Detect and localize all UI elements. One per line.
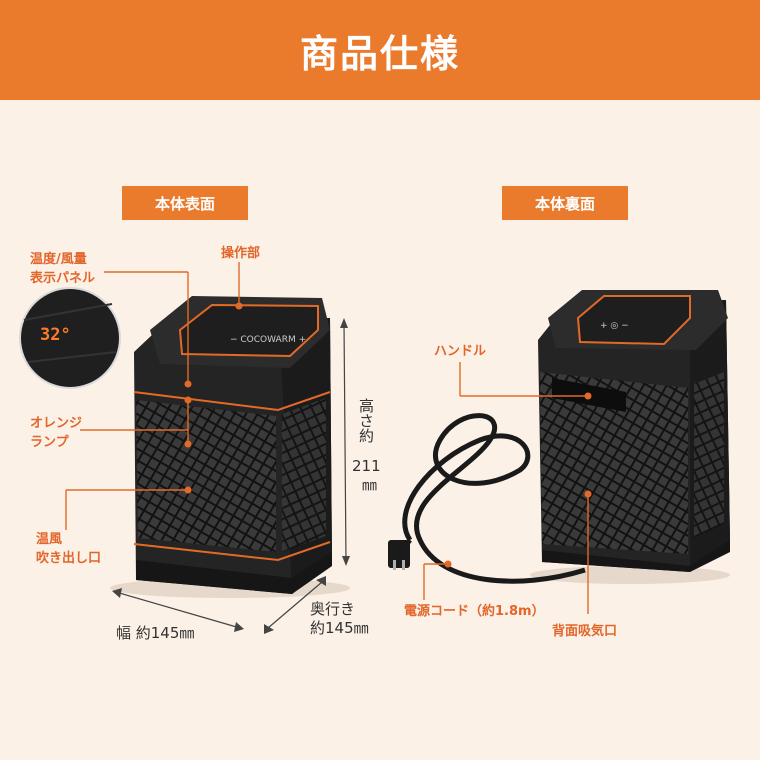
height-label: 高さ約 [357,398,375,443]
depth-line1: 奥行き [310,600,356,618]
leader-lines [65,262,592,614]
label-display-panel-line1: 温度/風量 [30,252,87,267]
label-controls: 操作部 [221,246,261,261]
label-warm-air-outlet-line2: 吹き出し口 [36,551,102,566]
svg-text:+ ◎ −: + ◎ − [600,321,629,331]
svg-text:− COCOWARM +: − COCOWARM + [230,335,306,345]
back-view-tag: 本体裏面 [502,186,628,220]
label-orange-lamp-line2: ランプ [30,435,69,450]
page-title: 商品仕様 [299,31,460,76]
depth-dimension: 奥行き 約145㎜ [310,600,369,638]
power-cord [388,413,586,584]
label-rear-intake: 背面吸気口 [552,624,618,639]
label-warm-air-outlet-line1: 温風 [36,532,63,547]
label-power-cord: 電源コード（約1.8m） [404,604,545,619]
depth-line2: 約145㎜ [310,619,369,637]
front-view-tag: 本体表面 [122,186,248,220]
label-warm-air-outlet: 温風 吹き出し口 [36,530,101,568]
dimension-lines [112,318,350,634]
display-readout: 32° [40,325,71,345]
label-display-panel: 温度/風量 表示パネル [30,250,95,288]
height-dimension: 高さ約 [356,398,375,443]
display-inset [19,287,121,389]
back-heater: + ◎ − [530,290,730,584]
width-dimension: 幅 約145㎜ [116,624,195,642]
height-unit: ㎜ [362,476,378,494]
label-display-panel-line2: 表示パネル [30,271,96,286]
label-orange-lamp-line1: オレンジ [30,416,83,431]
label-orange-lamp: オレンジ ランプ [30,414,82,452]
front-heater: − COCOWARM + [110,296,350,598]
label-handle: ハンドル [434,344,487,359]
header-banner: 商品仕様 [0,0,760,100]
height-value: 211 [352,457,381,475]
